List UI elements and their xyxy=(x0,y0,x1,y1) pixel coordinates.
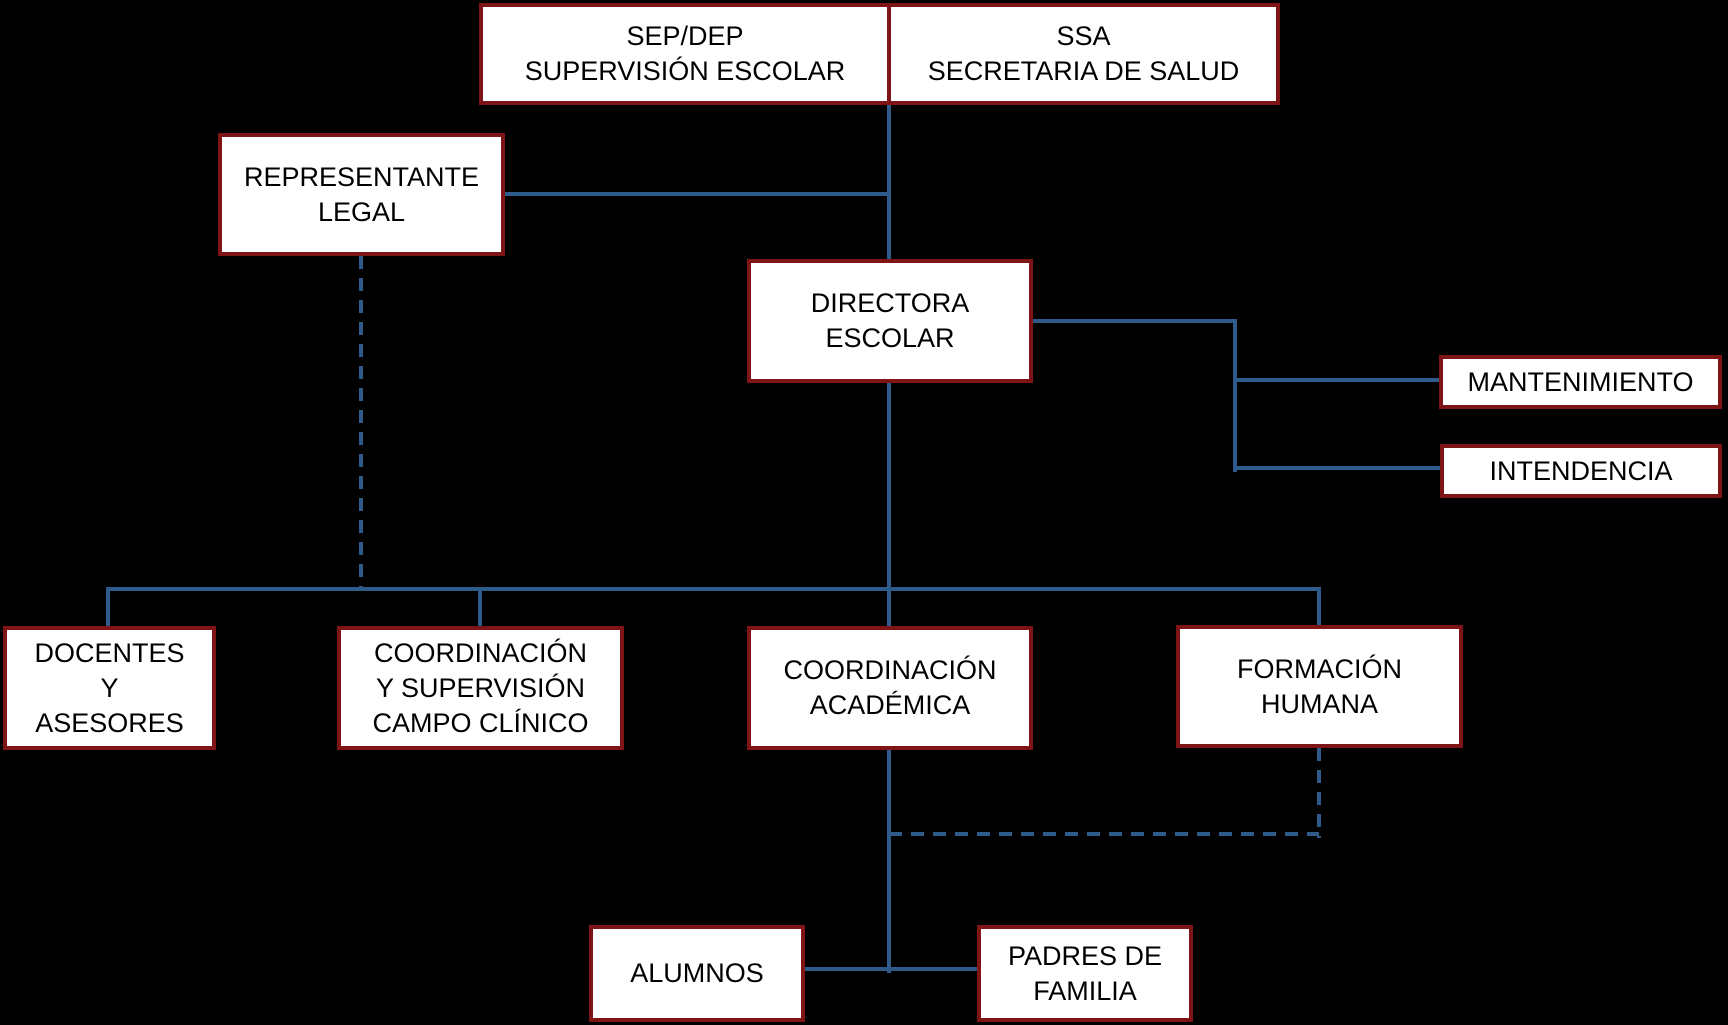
edge-representante-to-spine xyxy=(505,192,891,196)
edge-directora-to-row-connector xyxy=(887,383,891,626)
node-intendencia: INTENDENCIA xyxy=(1440,444,1722,498)
node-formacion-humana: FORMACIÓN HUMANA xyxy=(1176,625,1463,748)
node-label-line: PADRES DE xyxy=(1007,940,1163,971)
node-label-line: Y SUPERVISIÓN xyxy=(375,672,586,703)
node-label-line: INTENDENCIA xyxy=(1489,455,1673,486)
dashed-representante-drop xyxy=(359,256,363,589)
node-directora-escolar: DIRECTORA ESCOLAR xyxy=(747,259,1033,383)
edge-top-boxes-to-directora xyxy=(887,105,891,259)
node-label-line: REPRESENTANTE xyxy=(243,161,480,192)
node-coordinacion-supervision-campo-clinico: COORDINACIÓN Y SUPERVISIÓN CAMPO CLÍNICO xyxy=(337,626,624,750)
node-representante-legal: REPRESENTANTE LEGAL xyxy=(218,133,505,256)
node-label-line: FAMILIA xyxy=(1033,975,1137,1006)
node-alumnos: ALUMNOS xyxy=(589,925,805,1022)
alumnos-padres-connector xyxy=(805,967,977,971)
node-label-line: ASESORES xyxy=(35,707,184,738)
node-label-line: DOCENTES xyxy=(34,637,185,668)
dashed-formacion-to-spine xyxy=(889,832,1319,836)
node-label-line: COORDINACIÓN xyxy=(373,637,587,668)
node-padres-de-familia: PADRES DE FAMILIA xyxy=(977,925,1193,1022)
node-label-line: SSA xyxy=(1056,21,1111,51)
node-label-line: FORMACIÓN xyxy=(1237,653,1402,684)
node-label-line: ALUMNOS xyxy=(630,958,764,988)
node-coordinacion-academica: COORDINACIÓN ACADÉMICA xyxy=(747,626,1033,750)
node-label-line: CAMPO CLÍNICO xyxy=(372,707,589,738)
node-label-line: SECRETARIA DE SALUD xyxy=(927,56,1240,86)
edge-bracket-to-intendencia xyxy=(1233,466,1440,470)
edge-directora-to-services-bracket xyxy=(1033,319,1237,323)
edge-bracket-to-mantenimiento xyxy=(1233,378,1439,382)
node-label-line: ESCOLAR xyxy=(825,323,955,353)
node-label-line: MANTENIMIENTO xyxy=(1467,366,1694,397)
node-label-line: HUMANA xyxy=(1260,688,1378,719)
dashed-formacion-drop xyxy=(1317,748,1321,838)
node-label-line: SUPERVISIÓN ESCOLAR xyxy=(524,56,846,86)
stub-coordinacion-supervision xyxy=(478,587,482,626)
node-label-line: DIRECTORA xyxy=(810,288,970,318)
node-ssa-secretaria-de-salud: SSA SECRETARIA DE SALUD xyxy=(887,3,1280,105)
stub-docentes xyxy=(106,587,110,626)
node-mantenimiento: MANTENIMIENTO xyxy=(1439,355,1722,409)
node-label-line: LEGAL xyxy=(317,196,406,227)
node-label-line: ACADÉMICA xyxy=(809,690,971,720)
edge-academica-to-bottom-row xyxy=(887,750,891,973)
node-label-line: Y xyxy=(100,672,119,703)
node-docentes-y-asesores: DOCENTES Y ASESORES xyxy=(3,626,216,750)
services-bracket-vertical xyxy=(1233,319,1237,472)
stub-formacion-humana xyxy=(1317,587,1321,625)
node-label-line: COORDINACIÓN xyxy=(783,655,997,685)
node-label-line: SEP/DEP xyxy=(626,21,744,51)
node-sep-dep-supervision-escolar: SEP/DEP SUPERVISIÓN ESCOLAR xyxy=(479,3,891,105)
row-connector xyxy=(108,587,1321,591)
